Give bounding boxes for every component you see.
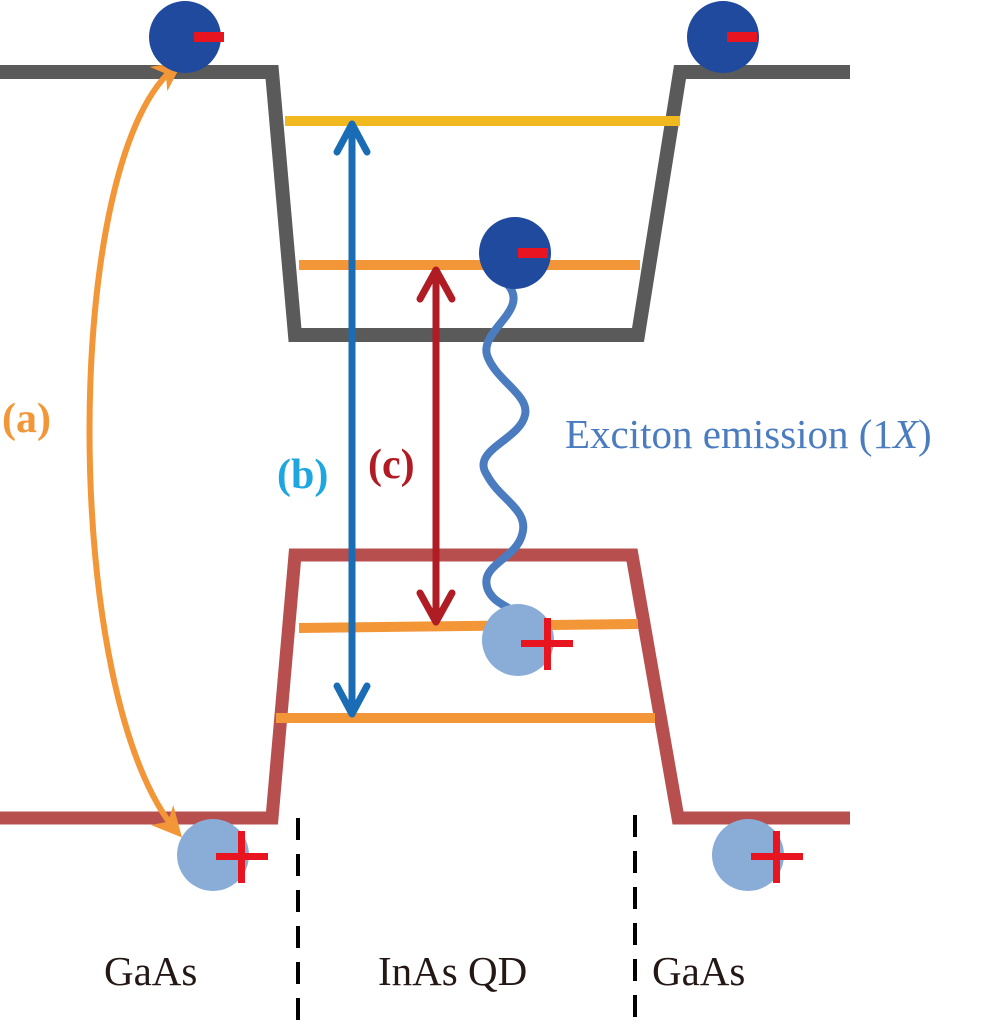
minus-sign-icon — [518, 248, 548, 258]
plus-sign-v — [773, 831, 780, 883]
hole-barrier-right — [712, 819, 803, 891]
hole-barrier-left — [177, 819, 268, 891]
valence-band-line — [0, 548, 850, 825]
exciton-emission-label: Exciton emission (1X) — [565, 411, 932, 457]
minus-sign-icon — [727, 32, 757, 42]
label-transition-a: (a) — [2, 396, 51, 442]
region-label-inas-qd: InAs QD — [378, 948, 527, 994]
hole-icon — [177, 819, 249, 891]
region-label-gaas-right: GaAs — [652, 948, 745, 994]
electron-icon — [479, 217, 551, 289]
electron-barrier-left — [149, 1, 224, 73]
transition-b-arrow — [333, 120, 371, 718]
minus-sign-icon — [194, 32, 224, 42]
plus-sign-v — [544, 618, 551, 670]
conduction-band-line — [0, 65, 850, 342]
photon-wave — [479, 281, 530, 619]
region-label-gaas-left: GaAs — [104, 948, 197, 994]
electron-qd — [479, 217, 551, 289]
transition-a-arrow — [86, 61, 183, 838]
plus-sign-v — [238, 831, 245, 883]
hole-qd — [482, 604, 573, 676]
hole-icon — [712, 819, 784, 891]
label-transition-b: (b) — [277, 452, 328, 498]
hole-icon — [482, 604, 554, 676]
label-transition-c: (c) — [368, 442, 415, 488]
electron-icon — [687, 1, 759, 73]
electron-barrier-right — [687, 1, 759, 73]
electron-icon — [149, 1, 221, 73]
transition-c-arrow — [416, 266, 456, 626]
